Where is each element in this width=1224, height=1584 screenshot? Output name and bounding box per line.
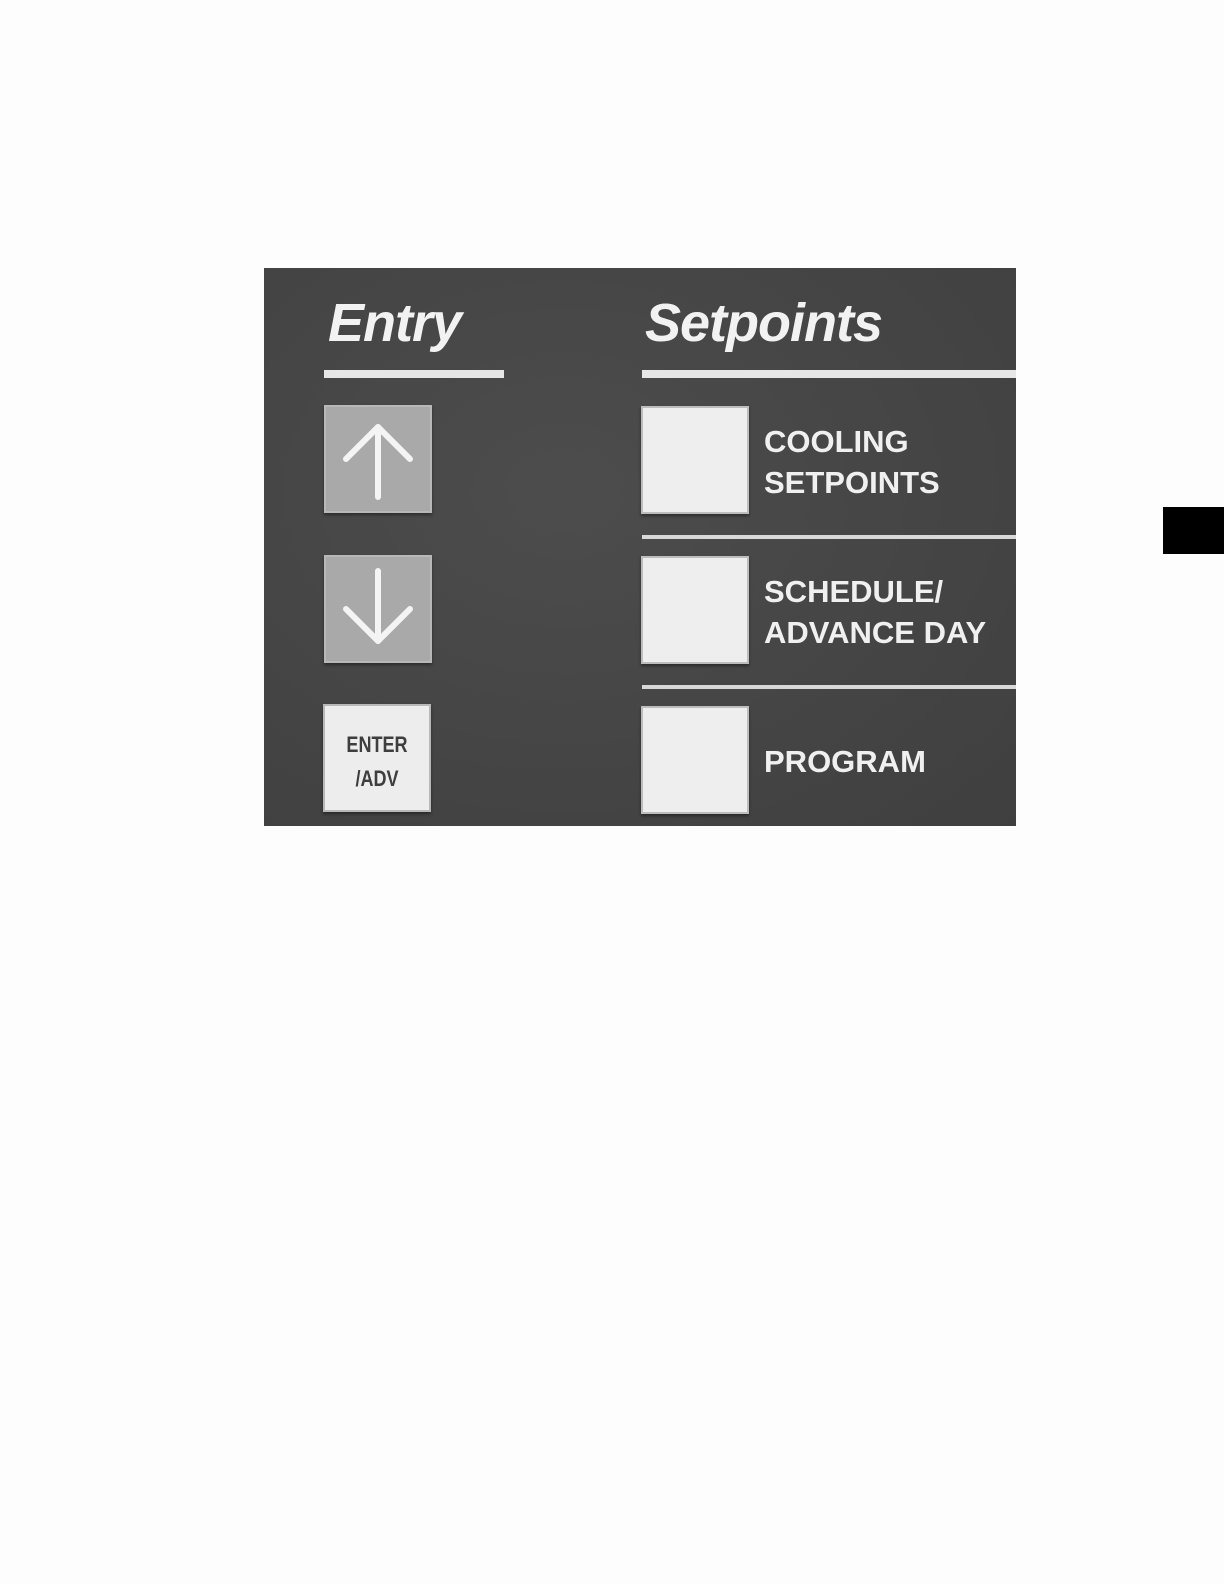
up-arrow-button[interactable]: [324, 405, 432, 513]
cooling-setpoints-label-line1: COOLING: [764, 421, 940, 462]
program-label: PROGRAM: [764, 741, 926, 782]
program-button[interactable]: [641, 706, 749, 814]
cooling-setpoints-button[interactable]: [641, 406, 749, 514]
cooling-setpoints-label: COOLING SETPOINTS: [764, 421, 940, 503]
setpoints-divider: [642, 535, 1016, 539]
enter-adv-button[interactable]: ENTER /ADV: [323, 704, 431, 812]
adv-label: /ADV: [334, 766, 419, 792]
arrow-down-icon: [326, 557, 430, 661]
schedule-advance-day-button[interactable]: [641, 556, 749, 664]
schedule-advance-day-label-line1: SCHEDULE/: [764, 571, 986, 612]
section-tab-marker: [1163, 507, 1224, 554]
cooling-setpoints-label-line2: SETPOINTS: [764, 462, 940, 503]
setpoints-heading: Setpoints: [645, 296, 882, 350]
setpoints-divider: [642, 685, 1016, 689]
keypad-panel: Entry Setpoints ENTER /ADV COOLING SETPO…: [264, 268, 1016, 826]
program-label-line1: PROGRAM: [764, 741, 926, 782]
schedule-advance-day-label-line2: ADVANCE DAY: [764, 612, 986, 653]
schedule-advance-day-label: SCHEDULE/ ADVANCE DAY: [764, 571, 986, 653]
entry-underline: [324, 370, 504, 378]
entry-heading: Entry: [328, 296, 461, 350]
arrow-up-icon: [326, 407, 430, 511]
down-arrow-button[interactable]: [324, 555, 432, 663]
setpoints-underline: [642, 370, 1016, 378]
enter-label: ENTER: [334, 732, 419, 758]
